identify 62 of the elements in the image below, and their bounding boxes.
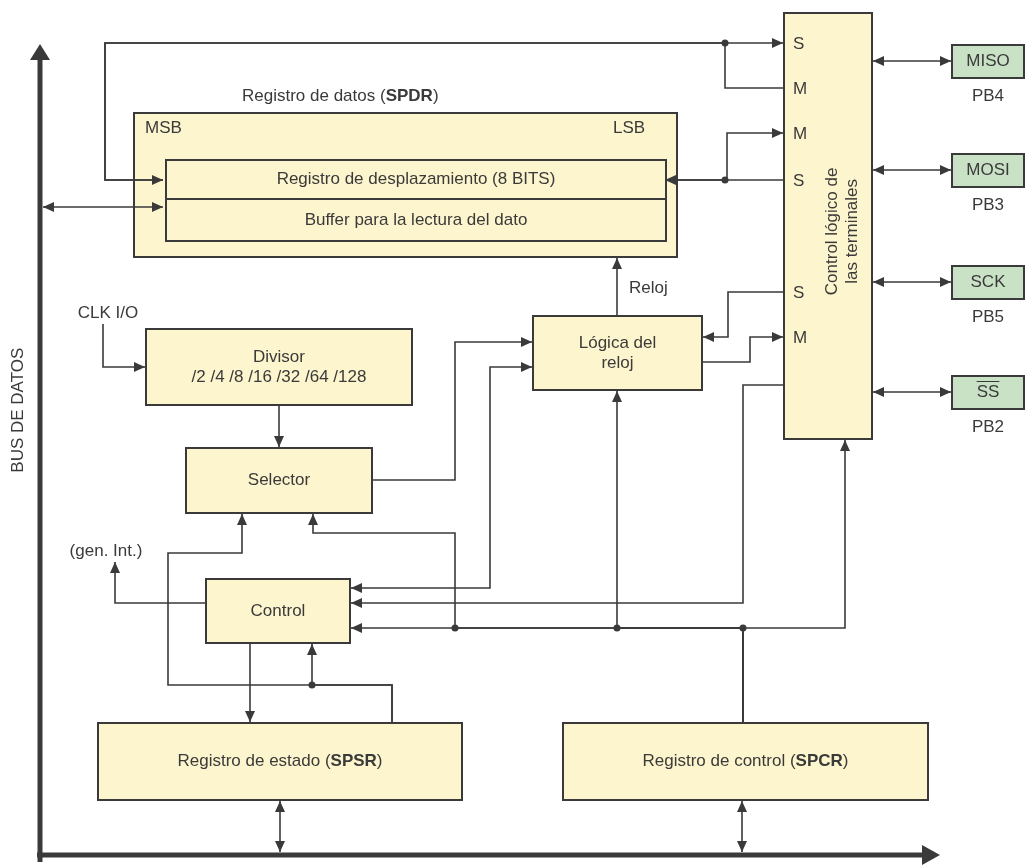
box-label: Lógica del reloj bbox=[577, 332, 658, 374]
pin-label: PB4 bbox=[970, 86, 1006, 106]
process-box bbox=[185, 447, 373, 514]
box-label: Buffer para la lectura del dato bbox=[304, 209, 528, 231]
signal-label: CLK I/O bbox=[77, 302, 139, 324]
signal-arrow bbox=[872, 165, 952, 175]
box-label: SCK bbox=[970, 272, 1006, 293]
signal-arrow bbox=[612, 257, 622, 316]
signal-arrow bbox=[350, 362, 533, 593]
signal-arrow bbox=[274, 405, 284, 448]
mode-label: M bbox=[793, 124, 808, 144]
box-label: MISO bbox=[966, 51, 1010, 72]
pin-box bbox=[951, 375, 1025, 410]
register-box bbox=[562, 722, 929, 801]
bit-label: MSB bbox=[145, 118, 182, 138]
box-label: Registro de estado (SPSR) bbox=[177, 751, 383, 772]
bus-label: BUS DE DATOS bbox=[7, 346, 28, 475]
signal-arrow bbox=[737, 800, 747, 853]
process-box bbox=[532, 315, 703, 391]
block-title: Control lógico de las terminales bbox=[821, 166, 862, 298]
signal-arrow bbox=[872, 277, 952, 287]
box-label: Divisor bbox=[253, 346, 305, 367]
signal-arrow bbox=[275, 800, 285, 853]
mode-label: S bbox=[793, 34, 805, 54]
box-label: SS bbox=[976, 382, 1000, 403]
signal-arrow bbox=[167, 513, 393, 723]
mode-label: S bbox=[793, 283, 805, 303]
register-box bbox=[97, 722, 463, 801]
signal-label: (gen. Int.) bbox=[69, 540, 143, 562]
signal-arrow bbox=[872, 56, 952, 66]
pin-label: PB3 bbox=[970, 195, 1006, 215]
edge-label: Reloj bbox=[627, 278, 670, 298]
mode-label: M bbox=[793, 79, 808, 99]
register-row bbox=[165, 159, 667, 200]
box-label: Selector bbox=[247, 470, 311, 491]
signal-arrow bbox=[102, 323, 146, 372]
block-title: Registro de datos (SPDR) bbox=[242, 86, 439, 106]
pin-box bbox=[951, 265, 1025, 300]
pin-label: PB5 bbox=[970, 307, 1006, 327]
signal-arrow bbox=[372, 337, 533, 481]
register-row bbox=[165, 198, 667, 242]
box-label: MOSI bbox=[966, 160, 1010, 181]
signal-arrow bbox=[702, 332, 784, 363]
pin-box bbox=[951, 44, 1025, 79]
mode-label: M bbox=[793, 328, 808, 348]
box-label: Registro de desplazamiento (8 BITS) bbox=[276, 169, 556, 190]
pin-box bbox=[951, 153, 1025, 188]
signal-arrow bbox=[350, 384, 784, 608]
bit-label: LSB bbox=[613, 118, 646, 138]
signal-arrow bbox=[702, 291, 784, 342]
box-label: Control bbox=[250, 600, 306, 622]
logic-block bbox=[783, 12, 873, 440]
process-box bbox=[205, 578, 351, 644]
box-label: Registro de control (SPCR) bbox=[642, 751, 849, 772]
signal-arrow bbox=[110, 561, 206, 604]
signal-arrow bbox=[872, 387, 952, 397]
pin-label: PB2 bbox=[970, 417, 1006, 437]
signal-arrow bbox=[245, 643, 255, 723]
box-label: /2 /4 /8 /16 /32 /64 /128 bbox=[191, 367, 367, 388]
signal-arrow bbox=[42, 202, 164, 212]
process-box bbox=[145, 328, 413, 406]
mode-label: S bbox=[793, 171, 805, 191]
